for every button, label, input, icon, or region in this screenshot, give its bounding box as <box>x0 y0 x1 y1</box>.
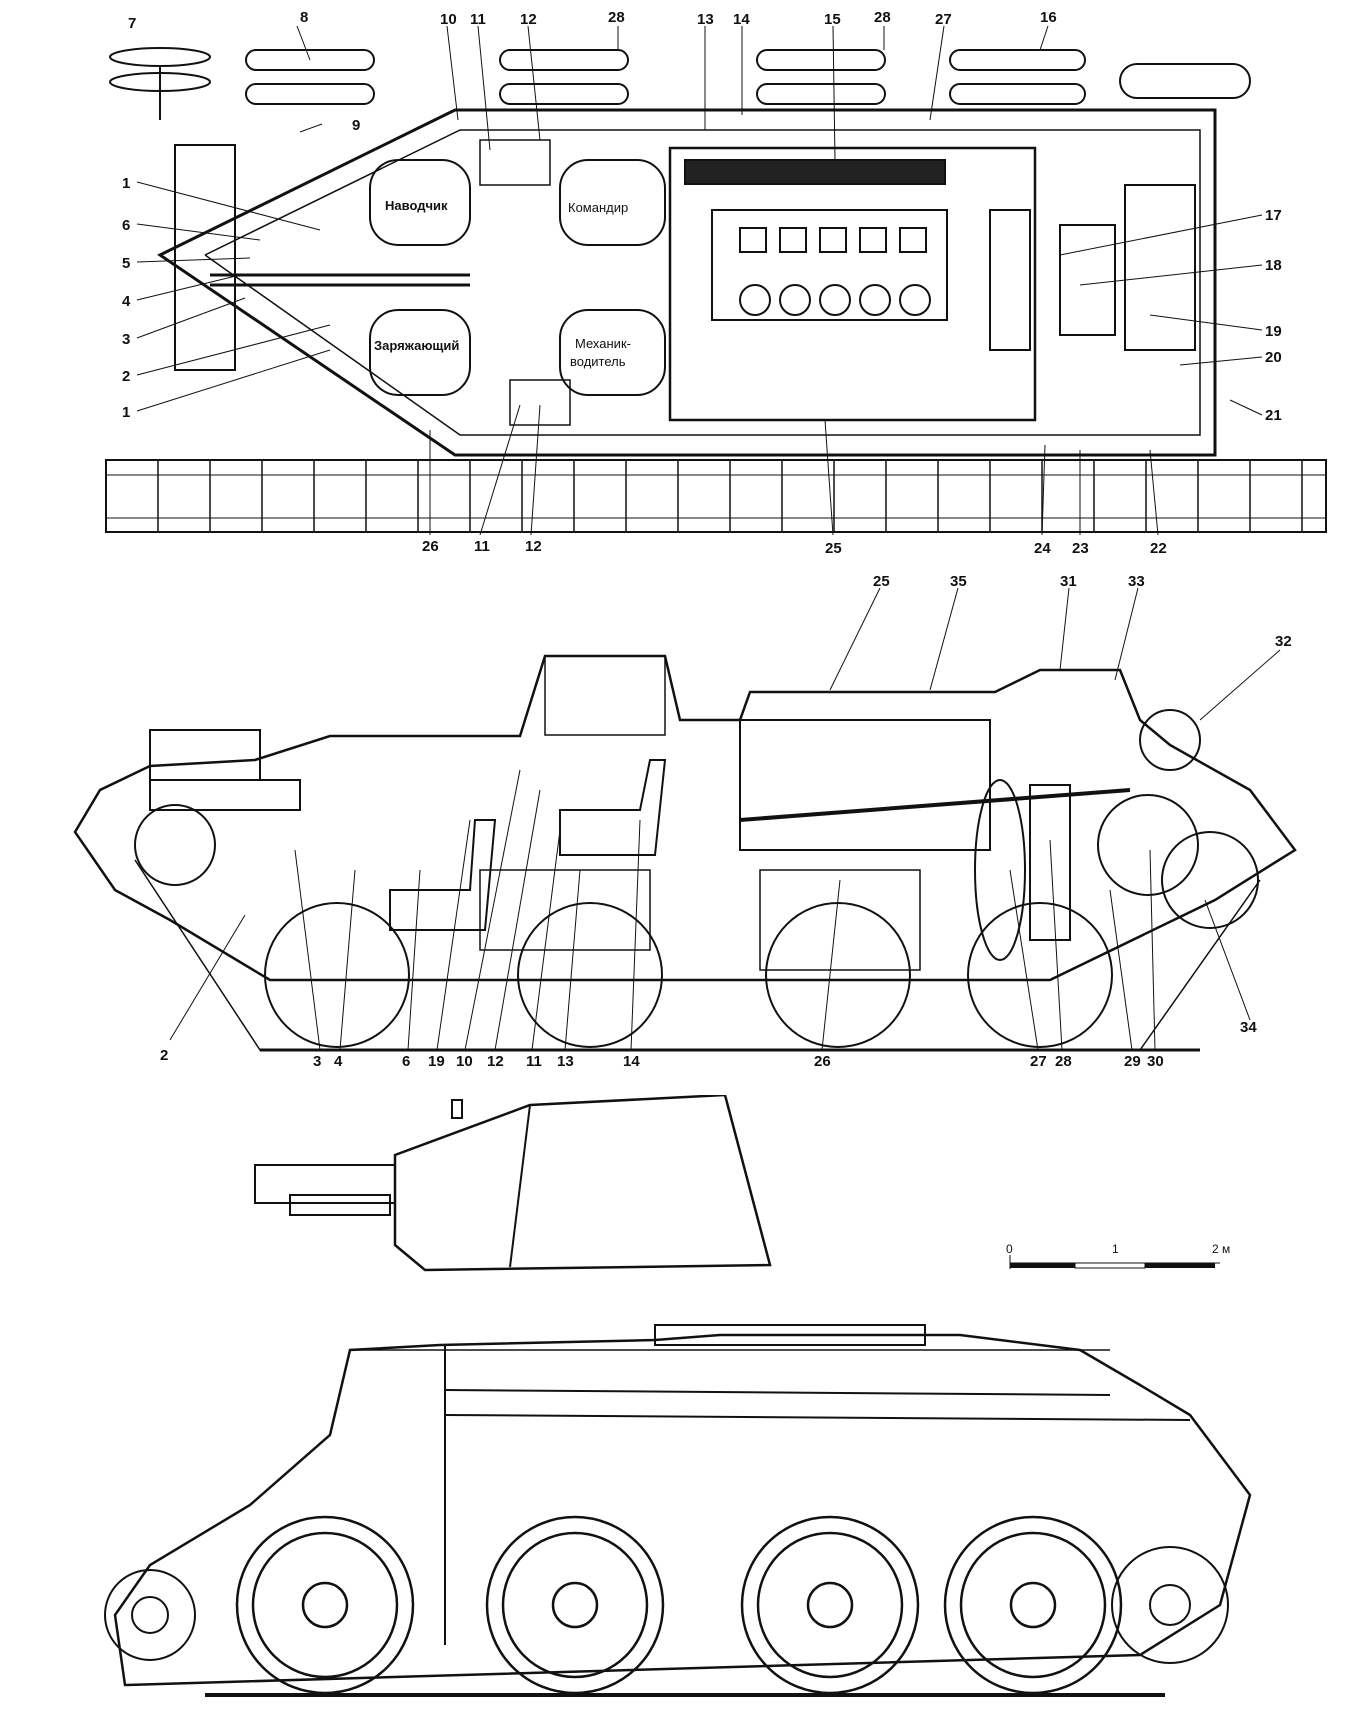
side-section-drawing: 25 35 31 33 32 2 3 4 6 19 10 12 11 13 14… <box>73 573 1297 1070</box>
callout: 3 <box>313 1053 321 1070</box>
section-callouts-top: 25 35 31 33 32 <box>873 573 1292 650</box>
callout: 35 <box>950 573 967 590</box>
callout: 19 <box>1265 323 1282 340</box>
callout: 12 <box>520 11 537 28</box>
callout: 17 <box>1265 207 1282 224</box>
callout: 28 <box>1055 1053 1072 1070</box>
callout: 6 <box>402 1053 410 1070</box>
scale-label-2: 2 м <box>1212 1242 1230 1256</box>
driver-label-line1: Механик- <box>575 336 631 351</box>
plan-callouts-right: 17 18 19 20 21 <box>1265 207 1282 424</box>
callout: 27 <box>935 11 952 28</box>
callout: 25 <box>825 540 842 557</box>
callout: 14 <box>733 11 750 28</box>
callout: 16 <box>1040 9 1057 26</box>
callout: 30 <box>1147 1053 1164 1070</box>
hull-profile <box>113 1333 1252 1687</box>
callout: 20 <box>1265 349 1282 366</box>
callout: 25 <box>873 573 890 590</box>
road-wheels <box>235 1515 1123 1695</box>
section-callouts-bottom: 2 3 4 6 19 10 12 11 13 14 26 27 28 29 30… <box>160 1019 1257 1070</box>
callout: 1 <box>122 404 130 421</box>
callout: 9 <box>352 117 360 134</box>
callout: 11 <box>474 538 490 555</box>
callout: 4 <box>122 293 131 310</box>
callout: 2 <box>122 368 130 385</box>
scale-bar: 0 1 2 м <box>1006 1242 1230 1269</box>
track <box>105 459 1327 533</box>
callout: 4 <box>334 1053 343 1070</box>
side-profile-drawing: 0 1 2 м <box>104 1095 1252 1697</box>
callout: 31 <box>1060 573 1077 590</box>
callout: 27 <box>1030 1053 1047 1070</box>
callout: 29 <box>1124 1053 1141 1070</box>
gunner-label: Наводчик <box>385 198 448 213</box>
callout: 3 <box>122 331 130 348</box>
plan-view-diagram: Наводчик Командир Заряжающий Механик- во… <box>0 0 1347 560</box>
side-profile-diagram: 0 1 2 м <box>0 1095 1347 1718</box>
callout: 13 <box>697 11 714 28</box>
callout: 28 <box>874 9 891 26</box>
callout: 5 <box>122 255 130 272</box>
callout: 32 <box>1275 633 1292 650</box>
callout: 12 <box>487 1053 504 1070</box>
callout: 2 <box>160 1047 168 1064</box>
plan-callouts-bottom: 26 11 12 25 24 23 22 <box>422 538 1167 557</box>
callout: 11 <box>470 11 486 28</box>
side-section-diagram: 25 35 31 33 32 2 3 4 6 19 10 12 11 13 14… <box>0 570 1347 1090</box>
hull-outline <box>157 108 1217 457</box>
callout: 26 <box>814 1053 831 1070</box>
commander-label: Командир <box>568 200 628 215</box>
callout: 13 <box>557 1053 574 1070</box>
callout: 24 <box>1034 540 1051 557</box>
callout: 23 <box>1072 540 1089 557</box>
callout: 1 <box>122 175 130 192</box>
callout: 7 <box>128 15 136 32</box>
front-idler <box>104 1569 196 1661</box>
callout: 14 <box>623 1053 640 1070</box>
callout: 26 <box>422 538 439 555</box>
callout: 19 <box>428 1053 445 1070</box>
callout: 21 <box>1265 407 1282 424</box>
loader-label: Заряжающий <box>374 338 459 353</box>
rear-sprocket <box>1111 1546 1229 1664</box>
callout: 22 <box>1150 540 1167 557</box>
hull-section <box>73 654 1297 982</box>
driver-label-line2: водитель <box>570 354 626 369</box>
callout: 12 <box>525 538 542 555</box>
callout: 34 <box>1240 1019 1257 1036</box>
callout: 18 <box>1265 257 1282 274</box>
casemate <box>393 1095 772 1272</box>
plan-callouts-top: 7 8 10 11 12 28 13 14 15 28 27 16 <box>128 9 1057 32</box>
callout: 10 <box>456 1053 473 1070</box>
callout: 28 <box>608 9 625 26</box>
callout: 6 <box>122 217 130 234</box>
plan-view-drawing: Наводчик Командир Заряжающий Механик- во… <box>105 9 1327 557</box>
callout: 10 <box>440 11 457 28</box>
scale-label-0: 0 <box>1006 1242 1013 1256</box>
callout: 11 <box>526 1053 542 1070</box>
spare-wheels <box>245 49 1251 105</box>
callout: 8 <box>300 9 308 26</box>
callout: 15 <box>824 11 841 28</box>
plan-callouts-left: 9 1 6 5 4 3 2 1 <box>122 117 360 421</box>
scale-label-1: 1 <box>1112 1242 1119 1256</box>
callout: 33 <box>1128 573 1145 590</box>
